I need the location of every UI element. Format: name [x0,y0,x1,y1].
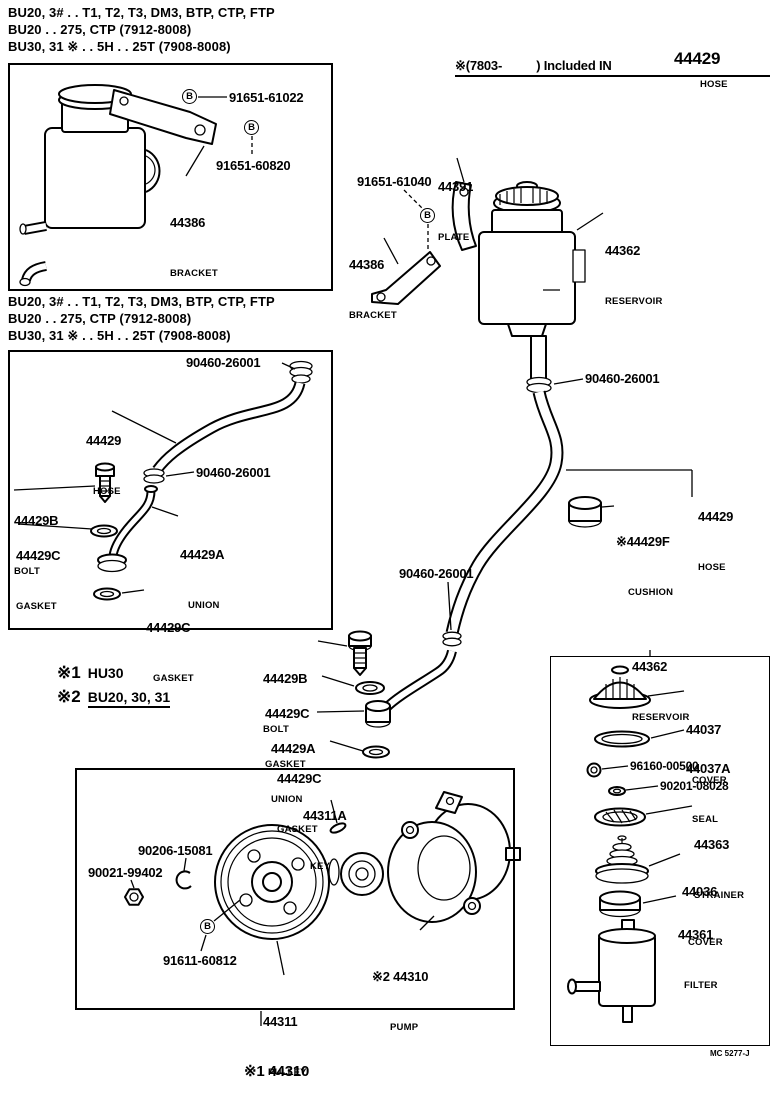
plate-code-footer: MC 5277-J [710,1049,750,1058]
part-label-44310-pump-2: ※2 44310 PUMP [372,968,429,1033]
part-label-44037-cover: 44037 COVER [686,721,727,786]
part-label-44311-pulley: 44311 PULLEY [263,1013,307,1078]
included-in-part-number: 44429 [674,49,721,68]
part-label-44429b-bolt-mid: 44429B BOLT [263,670,308,735]
leader-lines [13,75,770,1026]
part-label-91651-60820: 91651-60820 [216,158,291,173]
part-label-44362-reservoir: 44362 RESERVOIR [605,242,663,307]
part-label-44429c-gasket-1-box2: 44429C GASKET [16,547,61,612]
applicability2-line-1: BU20, 3# . . T1, T2, T3, DM3, BTP, CTP, … [8,294,275,309]
legend-1-symbol: ※1 [57,663,81,682]
part-label-91651-61040: 91651-61040 [357,174,432,189]
part-label-44429a-union-box2: 44429A UNION [180,546,225,611]
part-label-90021-99402: 90021-99402 [88,865,163,880]
part-label-90460-26001-box2-upper: 90460-26001 [186,355,261,370]
part-label-90460-26001-box2-lower: 90460-26001 [196,465,271,480]
part-label-44429a-union-mid: 44429A UNION [271,740,316,805]
part-label-44429c-gasket-1-mid: 44429C GASKET [265,705,310,770]
mid-union-art [348,630,457,759]
included-in-note: ※(7803- ) Included IN [455,58,612,73]
part-label-44429-hose-right: 44429 HOSE [698,508,734,573]
part-label-91651-61022: 91651-61022 [229,90,304,105]
reservoir-detail-art [567,665,656,1023]
part-label-44311a-key: 44311A KEY [303,807,347,872]
part-label-44310-pump-1: ※1 44310 PUMP [244,1062,310,1080]
part-label-44391-plate: 44391 PLATE [438,178,474,243]
applicability-line-1: BU20, 3# . . T1, T2, T3, DM3, BTP, CTP, … [8,5,275,20]
legend-2-symbol: ※2 [57,687,81,706]
inset-box-reservoir-detail [550,656,770,1046]
part-label-96160-00500: 96160-00500 [630,759,699,773]
part-label-44036-cover: 44036 COVER [682,883,723,948]
box2-hose-art [143,360,313,484]
applicability2-line-2: BU20 . . 275, CTP (7912-8008) [8,311,192,326]
pump-art [124,791,521,940]
legend-note-1: ※1 HU30 [57,663,124,683]
part-label-44386-bracket-2: 44386 BRACKET [349,256,397,321]
bolt-marker-b-2: B [244,120,259,135]
part-label-44429c-gasket-2-box2: 44429C GASKET [146,619,194,684]
part-label-44386-bracket-1: 44386 BRACKET [170,214,218,279]
applicability2-line-3: BU30, 31 ※ . . 5H . . 25T (7908-8008) [8,328,231,343]
applicability-line-2: BU20 . . 275, CTP (7912-8008) [8,22,192,37]
part-label-44362-detail: 44362 RESERVOIR [632,658,690,723]
box1-bracket-art [109,89,217,145]
part-label-90201-08028: 90201-08028 [660,779,729,793]
center-bracket-art [371,251,441,305]
center-plate-art [451,181,477,251]
legend-1-text: HU30 [87,665,124,681]
included-in-part-name: HOSE [700,79,728,90]
part-label-90460-26001-lower: 90460-26001 [399,566,474,581]
bolt-marker-b-4: B [200,919,215,934]
bolt-marker-b-3: B [420,208,435,223]
inset-box-bracket [8,63,333,291]
inset-box-pump [75,768,515,1010]
applicability-line-3: BU30, 31 ※ . . 5H . . 25T (7908-8008) [8,39,231,54]
part-label-44429f-cushion: ※44429F CUSHION [616,533,674,598]
box2-union-art [90,462,158,601]
inset-box-hose [8,350,333,630]
part-label-90206-15081: 90206-15081 [138,843,213,858]
legend-2-text: BU20, 30, 31 [87,689,171,708]
part-label-44429b-bolt-box2: 44429B BOLT [14,512,59,577]
part-label-91611-60812: 91611-60812 [163,953,237,968]
part-label-44037a-seal: 44037A SEAL [686,760,731,825]
legend-note-2: ※2 BU20, 30, 31 [57,687,171,708]
center-reservoir-art [478,181,586,381]
part-label-44361-filter: 44361 FILTER [678,926,718,991]
bolt-marker-b-1: B [182,89,197,104]
part-label-90460-26001-upper: 90460-26001 [585,371,660,386]
main-hose-art [442,376,602,647]
part-label-44429-hose-box2: 44429 HOSE [86,432,122,497]
part-label-44429c-gasket-2-mid: 44429C GASKET [277,770,322,835]
part-label-44363-strainer: 44363 STRAINER [694,836,745,901]
